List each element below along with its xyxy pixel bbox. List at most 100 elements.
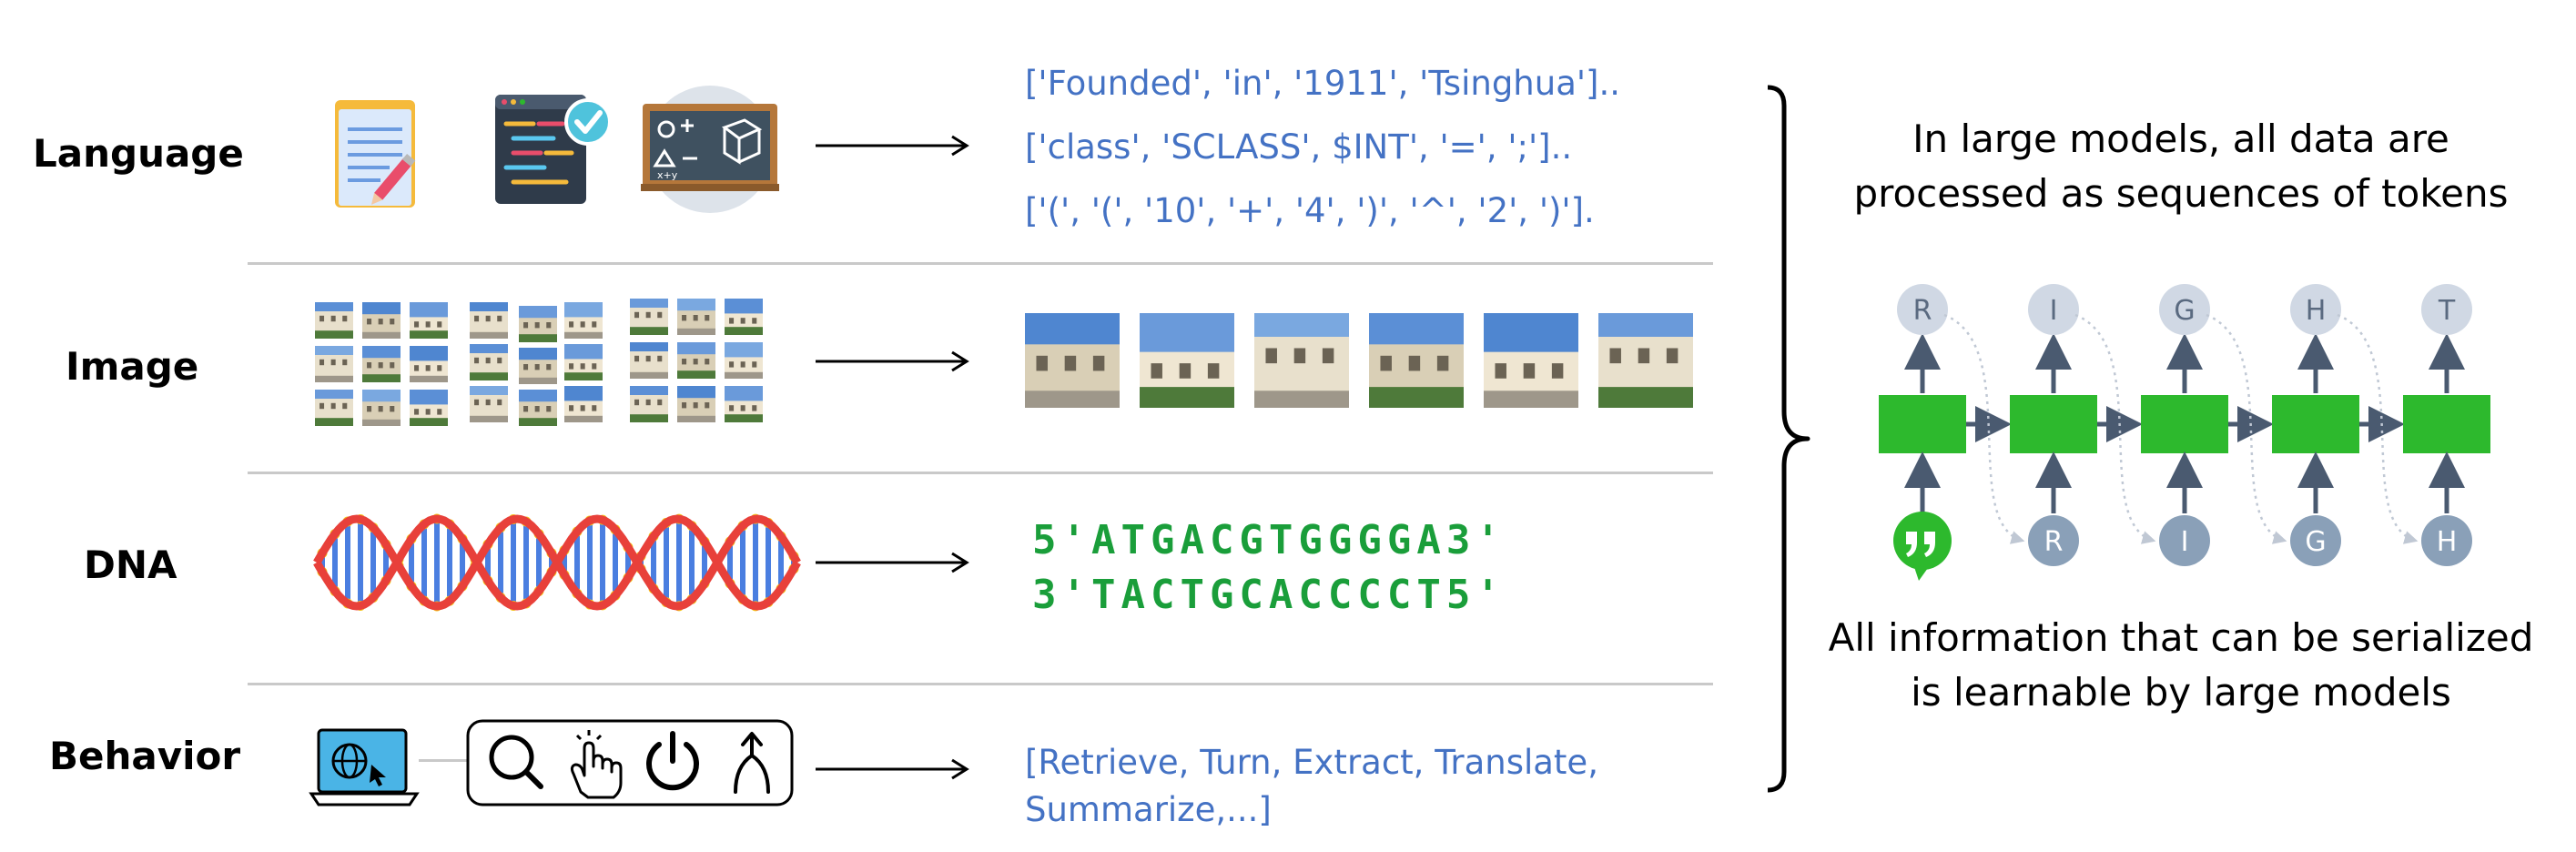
behavior-connector (419, 759, 468, 762)
image-patch (315, 390, 353, 426)
merge-arrow-icon (734, 732, 770, 794)
laptop-globe-icon (309, 728, 420, 806)
image-patch (725, 342, 763, 379)
image-patch (1254, 313, 1349, 408)
image-patch-grid (470, 302, 603, 426)
image-patch (519, 306, 557, 342)
image-patch (630, 299, 668, 335)
language-token-seq-3: ['(', '(', '10', '+', '4', ')', '^', '2'… (1025, 191, 1595, 230)
transform-arrow (816, 135, 969, 157)
image-patch-grids (315, 299, 763, 426)
language-token-seq-2: ['class', 'SCLASS', $INT', '=', ';'].. (1025, 127, 1573, 167)
dna-sequence-strand-2: 3'TACTGCACCCCT5' (1032, 572, 1506, 618)
rnn-input-node (2290, 515, 2341, 566)
summary-top-line-1: In large models, all data are (1912, 117, 2449, 161)
power-icon (646, 731, 699, 791)
transform-arrow (816, 350, 969, 372)
summary-bottom-line-1: All information that can be serialized (1828, 615, 2534, 660)
row-divider (248, 472, 1713, 474)
language-token-seq-1: ['Founded', 'in', '1911', 'Tsinghua'].. (1025, 64, 1621, 103)
image-patch (410, 390, 448, 426)
image-patch (564, 302, 603, 339)
chalkboard-icon: x+y (641, 86, 779, 213)
image-patch (470, 386, 508, 422)
image-patch-grid (315, 302, 448, 426)
rnn-cell (2141, 395, 2228, 453)
dna-sequence-strand-1: 5'ATGACGTGGGGA3' (1032, 517, 1506, 563)
image-patch (677, 342, 715, 379)
rnn-input-label: R (2044, 526, 2064, 558)
notepad-icon (335, 100, 416, 208)
image-patch (315, 346, 353, 382)
image-patch (564, 386, 603, 422)
search-icon (489, 735, 543, 789)
transform-arrow (816, 552, 969, 573)
right-brace (1767, 85, 1810, 793)
image-patch (677, 386, 715, 422)
rnn-output-node (2421, 284, 2472, 335)
image-patch-sequence (1025, 313, 1693, 408)
dna-helix-icon (313, 513, 801, 612)
image-patch (315, 302, 353, 339)
rnn-output-label: R (1913, 295, 1932, 327)
rnn-output-label: I (2050, 295, 2058, 327)
rnn-cell (2010, 395, 2097, 453)
rnn-output-label: G (2174, 295, 2195, 327)
rnn-feedback-curve (1943, 313, 2025, 544)
image-patch (725, 299, 763, 335)
helix-strand (313, 514, 801, 611)
rnn-feedback-curve (2074, 313, 2156, 544)
rnn-input-node (2028, 515, 2079, 566)
rnn-input-node (2421, 515, 2472, 566)
rnn-cell (1879, 395, 1966, 453)
summary-top-line-2: processed as sequences of tokens (1853, 171, 2509, 216)
rnn-output-node (2159, 284, 2210, 335)
image-patch (470, 302, 508, 339)
row-divider (248, 262, 1713, 265)
quote-bubble-icon (1893, 512, 1952, 581)
row-label-language: Language (33, 131, 244, 176)
code-editor-icon (495, 95, 612, 204)
image-patch (1369, 313, 1464, 408)
svg-text:x+y: x+y (657, 169, 678, 181)
rnn-output-label: H (2306, 295, 2327, 327)
image-patch (725, 386, 763, 422)
row-label-behavior: Behavior (49, 734, 241, 778)
image-patch (1484, 313, 1578, 408)
rnn-input-node (2159, 515, 2210, 566)
behavior-token-seq-1: [Retrieve, Turn, Extract, Translate, (1025, 743, 1598, 782)
image-patch (519, 390, 557, 426)
image-patch (630, 386, 668, 422)
image-patch (677, 299, 715, 335)
rnn-feedback-curve (2206, 313, 2287, 544)
image-patch (362, 302, 401, 339)
behavior-token-seq-2: Summarize,...] (1025, 790, 1272, 829)
image-patch (410, 302, 448, 339)
row-label-dna: DNA (84, 543, 177, 587)
image-patch-grid (630, 299, 763, 422)
rnn-output-label: T (2438, 295, 2456, 327)
rnn-cell (2272, 395, 2359, 453)
action-toolbar (466, 719, 794, 806)
row-label-image: Image (66, 344, 199, 389)
image-patch (362, 390, 401, 426)
summary-bottom-line-2: is learnable by large models (1911, 670, 2451, 715)
image-patch (519, 348, 557, 384)
image-patch (410, 346, 448, 382)
image-patch (630, 342, 668, 379)
rnn-output-node (1897, 284, 1948, 335)
transform-arrow (816, 758, 969, 780)
row-divider (248, 683, 1713, 685)
rnn-input-label: G (2305, 526, 2326, 558)
rnn-cell (2403, 395, 2490, 453)
rnn-output-node (2290, 284, 2341, 335)
rnn-input-label: I (2181, 526, 2189, 558)
hand-pointer-icon (570, 730, 623, 799)
image-patch (1598, 313, 1693, 408)
image-patch (1140, 313, 1234, 408)
rnn-output-node (2028, 284, 2079, 335)
image-patch (362, 346, 401, 382)
image-patch (1025, 313, 1120, 408)
